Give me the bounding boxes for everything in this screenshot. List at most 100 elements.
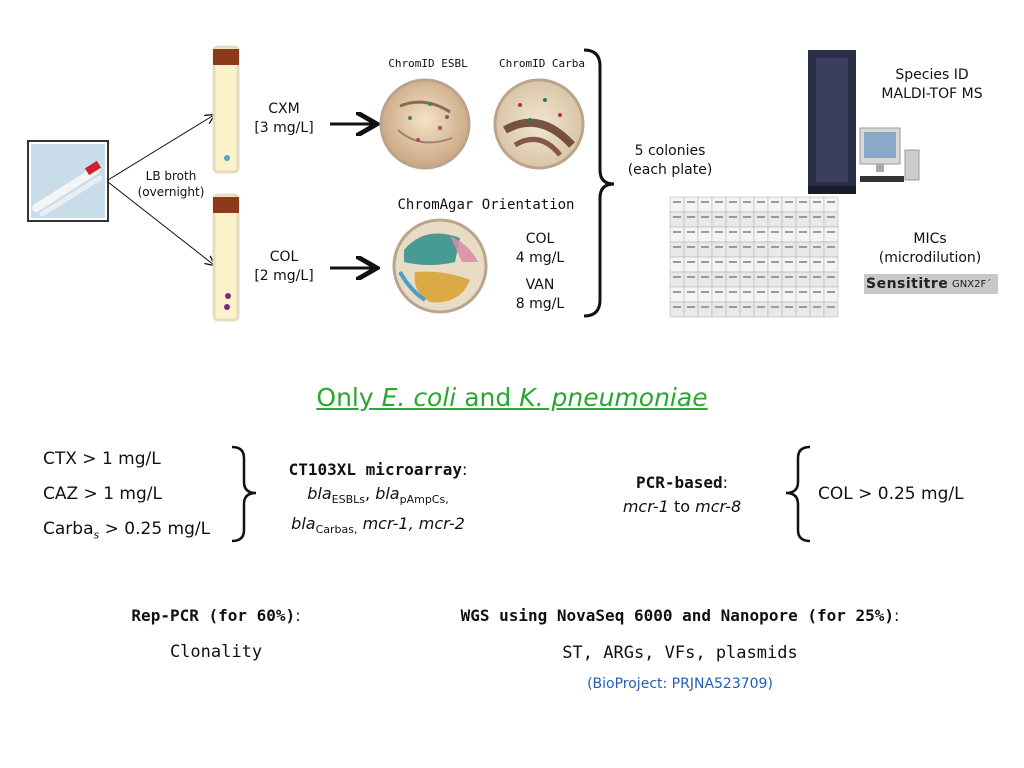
mic-well — [683, 271, 699, 288]
mic-well-mark — [757, 261, 765, 263]
mic-well — [669, 256, 685, 273]
mic-well-mark — [743, 216, 751, 218]
mic-plate-grid — [669, 196, 839, 318]
mic-well — [739, 226, 755, 243]
mic-well — [795, 271, 811, 288]
mic-well-mark — [827, 276, 835, 278]
cxm-label: CXM[3 mg/L] — [254, 101, 314, 136]
sensititre-text: Sensititre — [866, 276, 949, 292]
mic-well-mark — [813, 261, 821, 263]
mic-well — [823, 301, 839, 318]
mic-well-mark — [813, 291, 821, 293]
mic-well-mark — [799, 201, 807, 203]
mic-well-mark — [701, 291, 709, 293]
mic-well-mark — [715, 246, 723, 248]
mic-well-mark — [743, 246, 751, 248]
mic-well-mark — [757, 291, 765, 293]
mic-well-mark — [799, 276, 807, 278]
mic-well-mark — [813, 201, 821, 203]
mic-well-mark — [701, 231, 709, 233]
mic-well — [823, 271, 839, 288]
sensititre-logo — [864, 274, 998, 294]
mic-well-mark — [715, 231, 723, 233]
mic-well — [767, 196, 783, 213]
mic-well-mark — [701, 276, 709, 278]
mic-well — [781, 211, 797, 228]
mic-well-mark — [813, 231, 821, 233]
bioproject-link[interactable]: (BioProject: PRJNA523709) — [587, 676, 773, 692]
mic-well-mark — [715, 216, 723, 218]
mic-well — [697, 211, 713, 228]
mic-well — [739, 301, 755, 318]
mic-well-mark — [771, 216, 779, 218]
mic-well — [725, 196, 741, 213]
wgs-items: ST, ARGs, VFs, plasmids — [562, 643, 798, 663]
mic-well — [669, 286, 685, 303]
plates-bracket — [583, 48, 615, 318]
mic-well-mark — [827, 231, 835, 233]
mic-well — [823, 256, 839, 273]
agar-plate — [392, 218, 488, 314]
mic-well-mark — [771, 201, 779, 203]
mic-well-mark — [687, 291, 695, 293]
mic-well — [781, 301, 797, 318]
mic-well — [809, 241, 825, 258]
mic-well — [711, 226, 727, 243]
mic-well-mark — [743, 231, 751, 233]
mic-well-mark — [813, 276, 821, 278]
mic-well — [767, 241, 783, 258]
mic-well-mark — [729, 246, 737, 248]
mic-well-mark — [673, 216, 681, 218]
mic-well-mark — [771, 261, 779, 263]
mic-well-mark — [701, 201, 709, 203]
mic-well-mark — [687, 276, 695, 278]
mic-well-mark — [743, 291, 751, 293]
right-criteria-bracket — [785, 445, 811, 543]
microarray-block: CT103XL microarray: blaESBLs, blapAmpCs,… — [288, 460, 468, 537]
arrow-to-col-tube — [107, 181, 214, 265]
mic-well — [809, 226, 825, 243]
ctx-criterion: CTX > 1 mg/L — [43, 449, 161, 469]
mic-well-mark — [785, 291, 793, 293]
mic-well-mark — [701, 306, 709, 308]
mic-well — [683, 241, 699, 258]
mic-well-mark — [673, 291, 681, 293]
chromid-esbl-label: ChromID ESBL — [388, 57, 468, 70]
mic-well-mark — [813, 216, 821, 218]
mic-well — [725, 241, 741, 258]
mic-well-mark — [771, 306, 779, 308]
mic-well — [823, 286, 839, 303]
mic-well — [683, 301, 699, 318]
mic-well-mark — [687, 246, 695, 248]
mic-well — [795, 256, 811, 273]
mic-well-mark — [799, 216, 807, 218]
mic-well — [739, 271, 755, 288]
mic-well-mark — [729, 216, 737, 218]
mic-well — [739, 196, 755, 213]
mic-well-mark — [673, 276, 681, 278]
rep-pcr-title: Rep-PCR (for 60%): — [131, 606, 301, 625]
mic-well-mark — [715, 261, 723, 263]
mic-well — [809, 211, 825, 228]
mic-well — [739, 256, 755, 273]
mic-well-mark — [743, 261, 751, 263]
mic-well — [683, 211, 699, 228]
mic-well — [725, 271, 741, 288]
clonality-text: Clonality — [169, 642, 263, 662]
mic-well — [809, 196, 825, 213]
mic-well — [697, 256, 713, 273]
maldi-tof-machine — [808, 50, 856, 194]
mic-well — [781, 241, 797, 258]
mic-well — [767, 211, 783, 228]
left-criteria-bracket — [231, 445, 257, 543]
mic-well-mark — [729, 231, 737, 233]
mic-well — [669, 241, 685, 258]
mic-well — [725, 301, 741, 318]
mic-well — [767, 271, 783, 288]
mic-well — [697, 286, 713, 303]
colonies-label: 5 colonies(each plate) — [627, 143, 713, 178]
mic-well-mark — [785, 261, 793, 263]
mic-well-mark — [687, 201, 695, 203]
